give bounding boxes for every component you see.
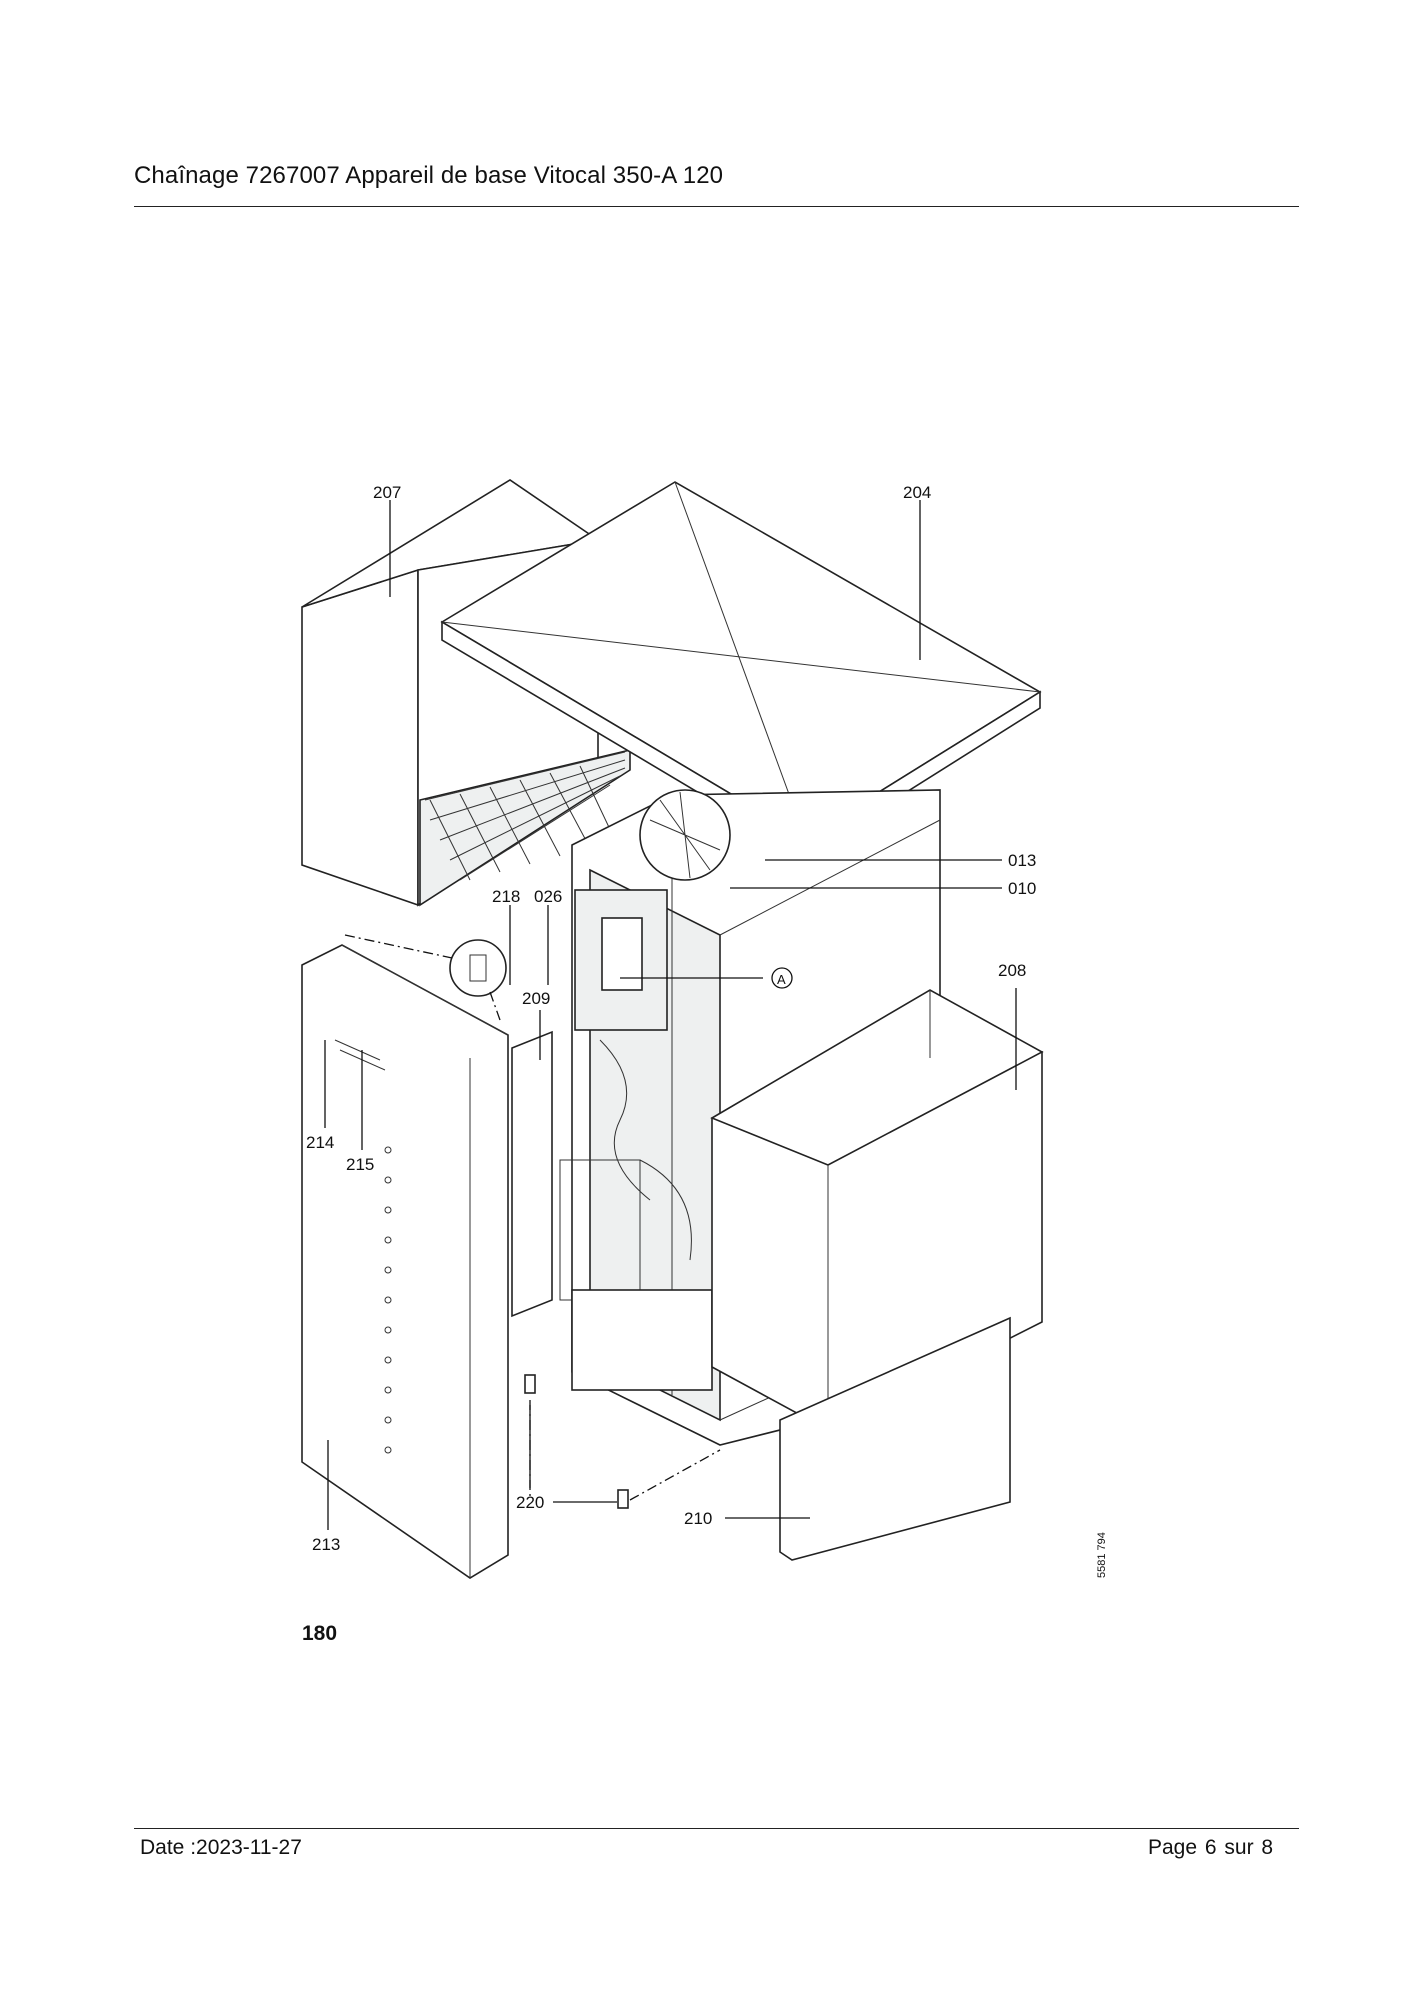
part-218-clip — [344, 934, 507, 1021]
drawing-reference-id: 5581 794 — [1096, 1532, 1108, 1578]
callout-labels: 207 204 013 010 218 026 A 208 209 214 21… — [306, 483, 1036, 1554]
footer-rule — [134, 1828, 1299, 1829]
callout-218: 218 — [492, 887, 520, 906]
callout-214: 214 — [306, 1133, 334, 1152]
panel-holes — [384, 1146, 392, 1454]
callout-026: 026 — [534, 887, 562, 906]
footer-date: Date :2023-11-27 — [140, 1836, 302, 1859]
callout-013: 013 — [1008, 851, 1036, 870]
part-209-strip — [511, 1030, 553, 1318]
footer-page-number: Page 6 sur 8 — [1148, 1836, 1274, 1859]
callout-215: 215 — [346, 1155, 374, 1174]
callout-A: A — [777, 972, 786, 987]
callout-204: 204 — [903, 483, 931, 502]
part-208-right-panel — [710, 989, 1044, 1431]
callout-210: 210 — [684, 1509, 712, 1528]
callout-220: 220 — [516, 1493, 544, 1512]
part-210-base-panel — [779, 1316, 1011, 1561]
callout-209: 209 — [522, 989, 550, 1008]
header-rule — [134, 206, 1299, 207]
document-title: Chaînage 7267007 Appareil de base Vitoca… — [134, 162, 724, 189]
callout-207: 207 — [373, 483, 401, 502]
figure-number: 180 — [302, 1622, 338, 1645]
callout-213: 213 — [312, 1535, 340, 1554]
callout-leaders — [324, 500, 1017, 1530]
callout-208: 208 — [998, 961, 1026, 980]
callout-010: 010 — [1008, 879, 1036, 898]
part-213-front-panel — [301, 944, 509, 1579]
